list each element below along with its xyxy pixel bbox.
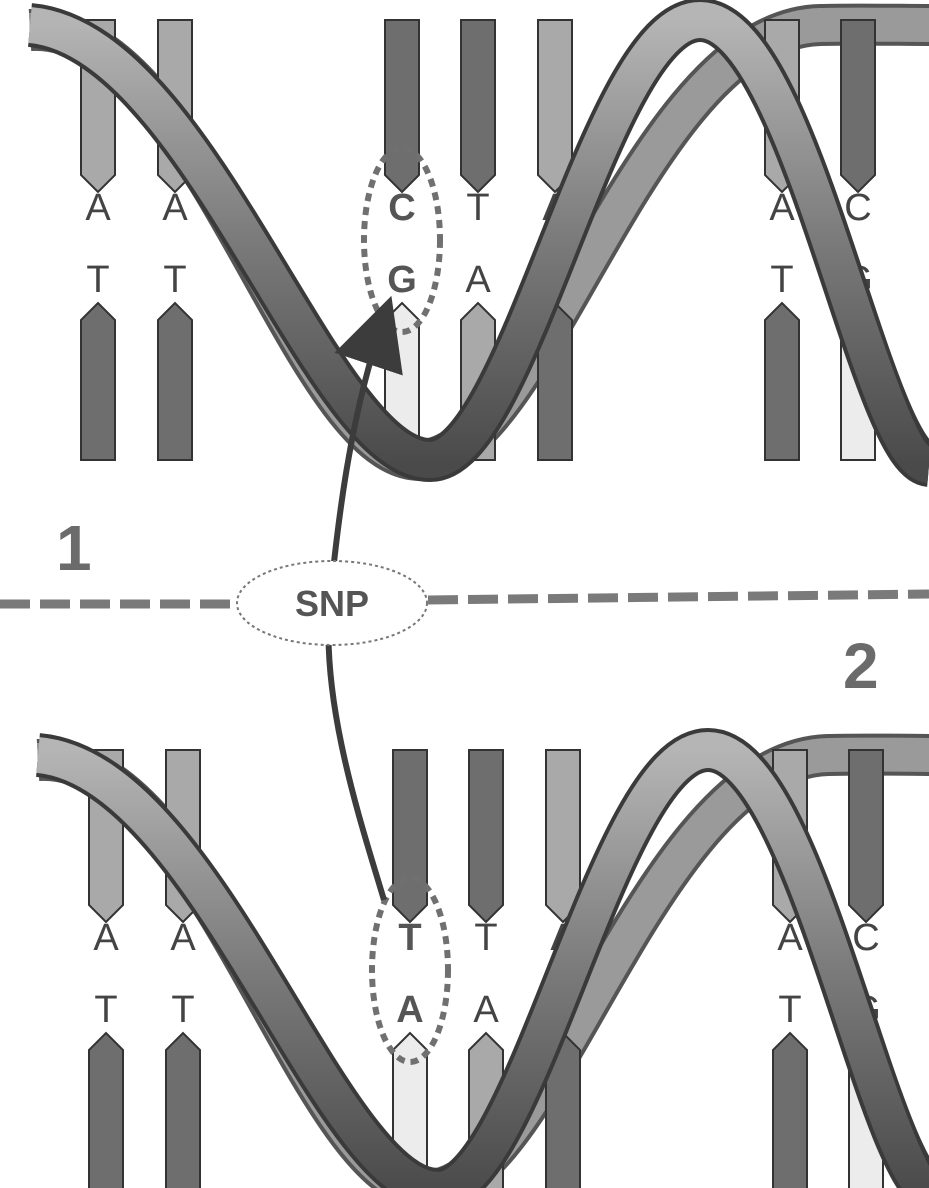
panel_1-top-base-3: T xyxy=(466,187,489,229)
panel_2-top-base-1: A xyxy=(170,917,196,959)
snp-label: SNP xyxy=(295,583,369,624)
panel_2-top-base-6: C xyxy=(852,917,879,959)
panel_1-top-base-6: C xyxy=(844,187,871,229)
divider-right xyxy=(428,594,929,600)
panel_2-bottom-base-rung-1 xyxy=(166,1033,200,1188)
panel_1-bottom-base-rung-0 xyxy=(81,303,115,460)
panel_1-top-base-0: A xyxy=(85,187,111,229)
panel_2-top-base-rung-6 xyxy=(849,750,883,922)
panel_2-top-base-3: T xyxy=(474,917,497,959)
panel_2-top-base-0: A xyxy=(93,917,119,959)
panel_1-bottom-base-5: T xyxy=(770,259,793,301)
panel_1-top-base-rung-3 xyxy=(461,20,495,192)
panel-number-1: 1 xyxy=(56,512,92,584)
panel_1-top-base-rung-4 xyxy=(538,20,572,192)
panel_1-bottom-base-3: A xyxy=(465,259,491,301)
panel_1-bottom-base-0: T xyxy=(86,259,109,301)
panel_2-bottom-base-rung-0 xyxy=(89,1033,123,1188)
panel_2-top-base-rung-3 xyxy=(469,750,503,922)
panel_1-top-base-rung-2 xyxy=(385,20,419,192)
panel_2-top-base-rung-2 xyxy=(393,750,427,922)
panel_1-top-base-rung-6 xyxy=(841,20,875,192)
panel_1-bottom-base-1: T xyxy=(163,259,186,301)
panel_1-top-base-2: C xyxy=(388,187,415,229)
panel_2-bottom-base-3: A xyxy=(473,989,499,1031)
panel_1-bottom-base-2: G xyxy=(387,259,417,301)
panel_2-top-base-rung-4 xyxy=(546,750,580,922)
panel-number-2: 2 xyxy=(843,630,879,702)
panel_2-bottom-base-1: T xyxy=(171,989,194,1031)
panel_2-bottom-base-2: A xyxy=(396,989,423,1031)
panel_2-bottom-base-0: T xyxy=(94,989,117,1031)
panel_1-top-base-1: A xyxy=(162,187,188,229)
panel_2-bottom-base-rung-5 xyxy=(773,1033,807,1188)
panel_2-top-base-2: T xyxy=(398,917,421,959)
panel_1-bottom-base-rung-1 xyxy=(158,303,192,460)
panel_1-bottom-base-rung-5 xyxy=(765,303,799,460)
panel_2-bottom-base-5: T xyxy=(778,989,801,1031)
